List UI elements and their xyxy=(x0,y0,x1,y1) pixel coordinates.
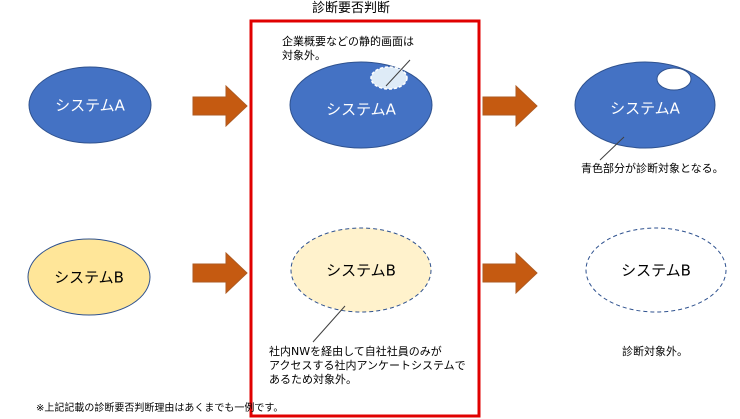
arrow-a-2 xyxy=(482,84,538,128)
system-a-mid-label: システムA xyxy=(326,100,396,119)
internal-note-line3: あるため対象外。 xyxy=(269,373,357,386)
blue-part-note: 青色部分が診断対象となる。 xyxy=(581,162,724,175)
internal-system-note: 社内NWを経由して自社社員のみが アクセスする社内アンケートシステムで あるため… xyxy=(269,345,466,387)
static-page-note: 企業概要などの静的画面は 対象外。 xyxy=(282,35,414,63)
arrow-a-1 xyxy=(192,84,248,128)
decision-frame xyxy=(249,19,481,418)
frame-title: 診断要否判断 xyxy=(312,1,391,16)
system-b-mid-label: システムB xyxy=(326,261,396,280)
internal-note-line2: アクセスする社内アンケートシステムで xyxy=(269,359,466,372)
arrow-b-1 xyxy=(192,251,248,295)
system-b-right-label: システムB xyxy=(621,261,691,280)
system-a-left-label: システムA xyxy=(55,96,125,115)
leader-blue-part xyxy=(599,136,625,161)
system-b-right-ellipse xyxy=(585,227,727,313)
internal-note-line1: 社内NWを経由して自社社員のみが xyxy=(269,345,442,358)
arrow-b-2 xyxy=(482,251,538,295)
leader-internal xyxy=(312,305,346,343)
system-b-mid-ellipse xyxy=(290,227,432,313)
system-b-left-label: システムB xyxy=(54,268,124,287)
system-a-left-ellipse xyxy=(28,66,152,144)
out-of-scope-note: 診断対象外。 xyxy=(622,345,688,358)
static-page-note-line1: 企業概要などの静的画面は xyxy=(282,35,414,48)
system-b-left-ellipse xyxy=(27,238,151,316)
system-a-right-label: システムA xyxy=(610,99,680,118)
leader-static-page xyxy=(385,59,411,87)
static-page-area-mid xyxy=(370,66,408,90)
static-page-note-line2: 対象外。 xyxy=(282,49,326,62)
static-page-area-right xyxy=(656,67,692,91)
footnote: ※上記記載の診断要否判断理由はあくまでも一例です。 xyxy=(36,403,284,414)
